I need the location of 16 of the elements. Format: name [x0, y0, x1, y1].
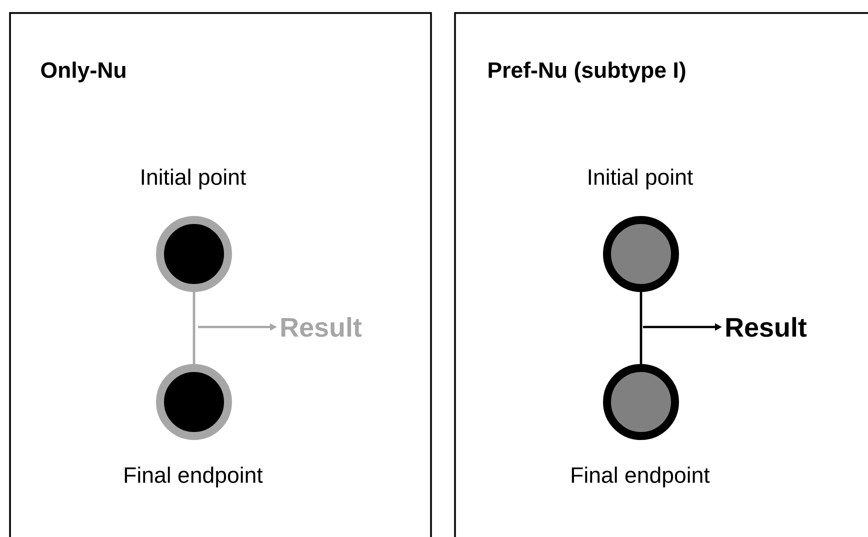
point-circle — [603, 364, 679, 440]
panel-heading: Pref-Nu (subtype I) — [488, 62, 686, 82]
point-label: Initial point — [142, 168, 246, 190]
result-label: Result — [281, 317, 362, 337]
point-circle — [156, 364, 232, 440]
panel — [454, 12, 868, 537]
point-label: Initial point — [588, 168, 693, 190]
panel-heading: Only-Nu — [41, 62, 126, 82]
result-label: Result — [726, 317, 807, 337]
point-circle — [603, 216, 679, 292]
connector-line — [640, 292, 642, 364]
point-label: Final endpoint — [124, 466, 263, 488]
point-label: Final endpoint — [572, 466, 710, 488]
connector-line — [192, 292, 196, 364]
panel — [9, 12, 432, 537]
point-circle — [156, 216, 232, 292]
